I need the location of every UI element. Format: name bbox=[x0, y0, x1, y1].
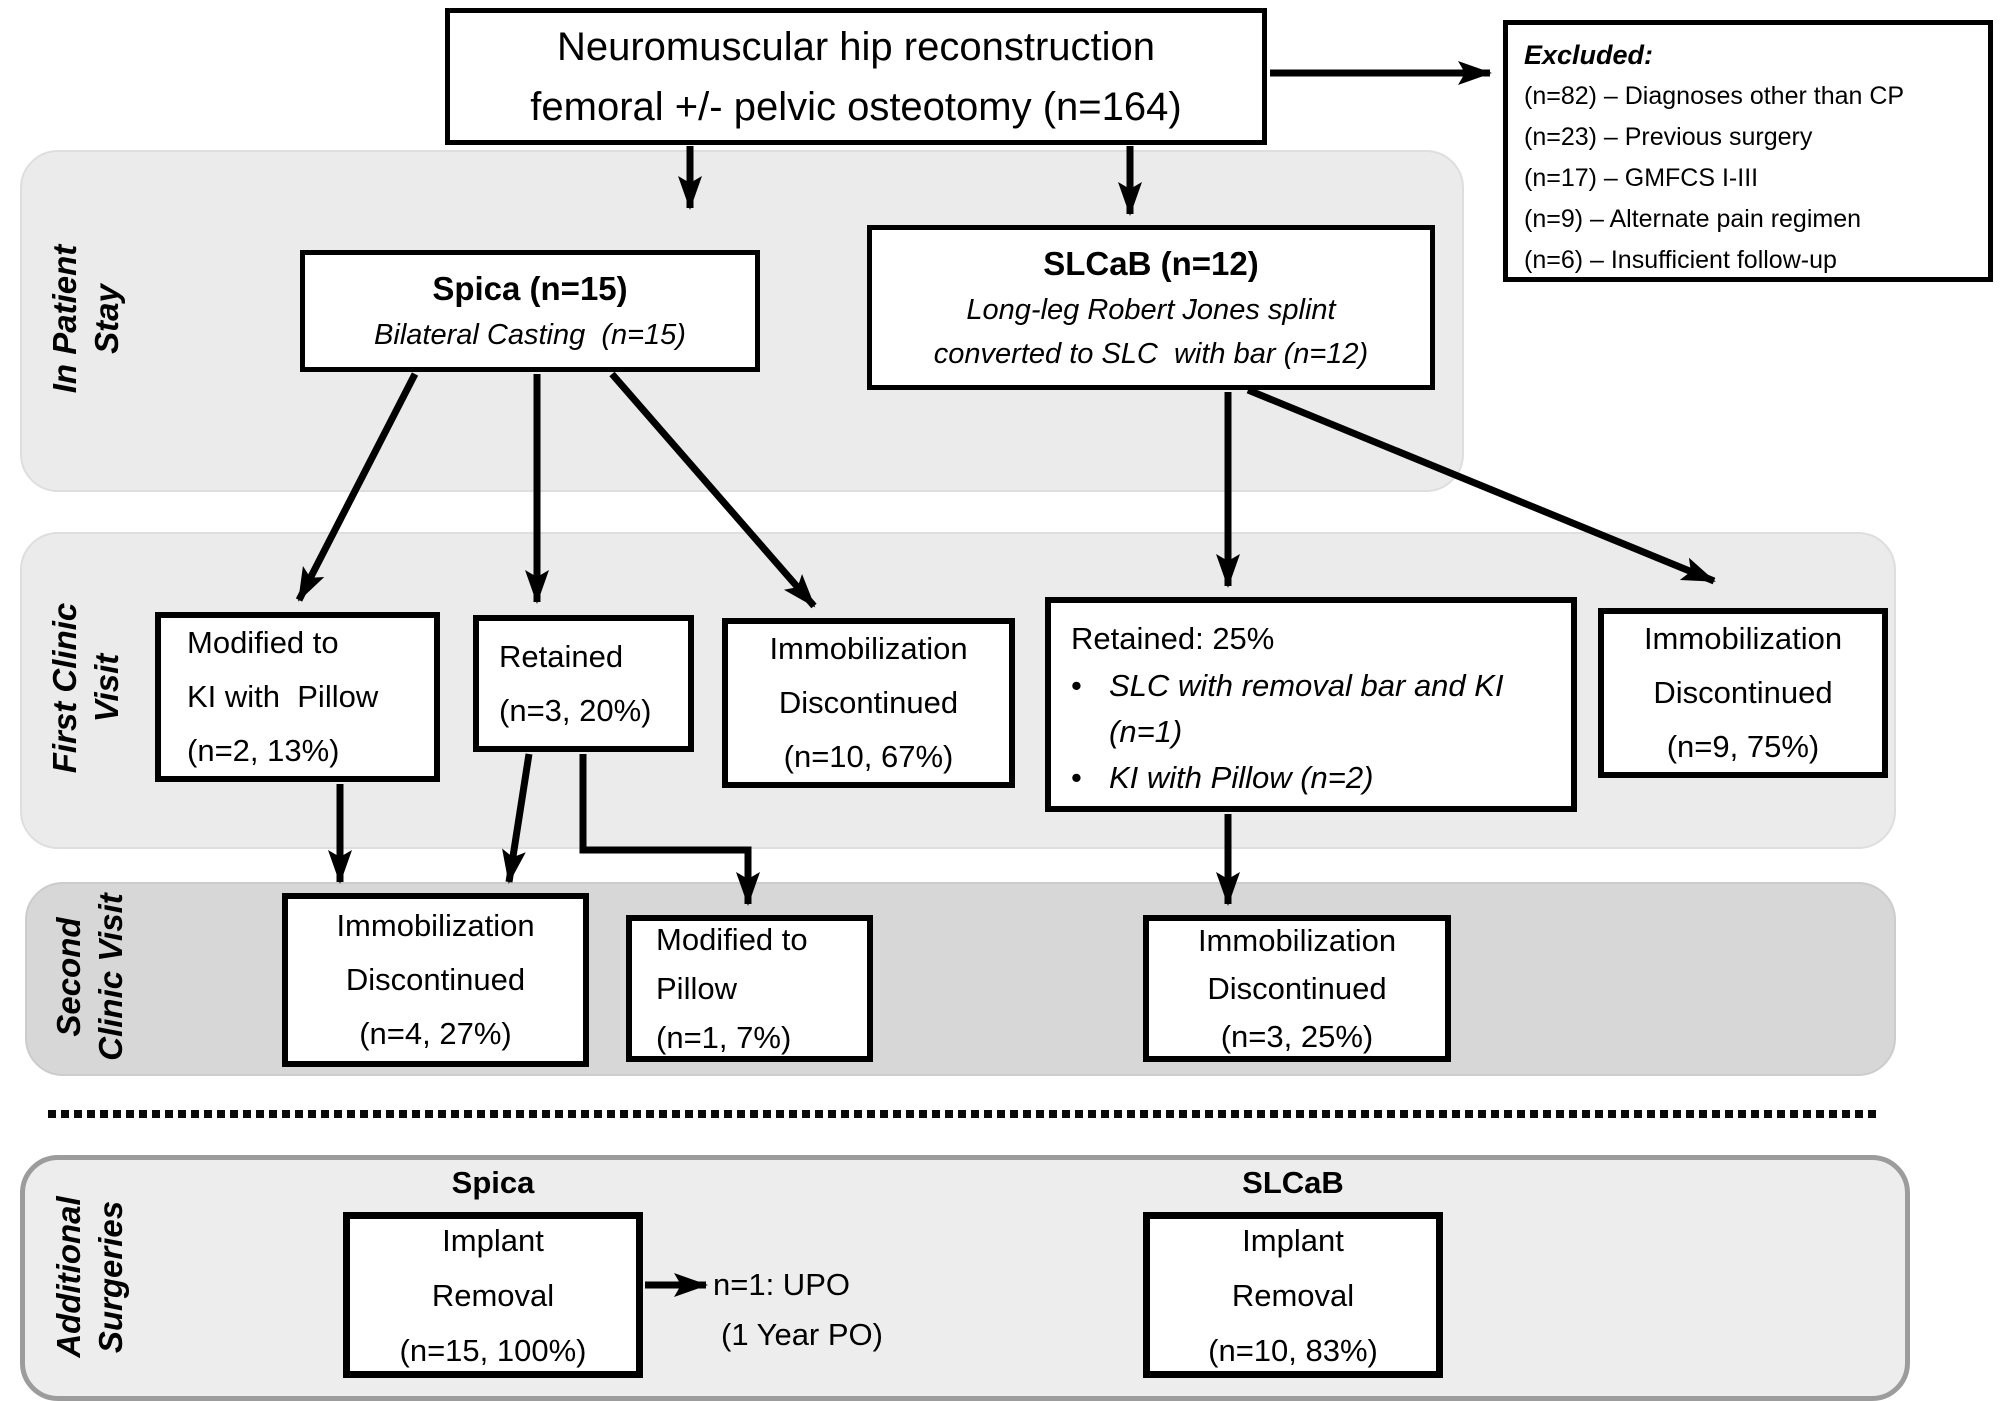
box-line: (n=1, 7%) bbox=[656, 1020, 792, 1055]
modified-to-pillow-box: Modified to Pillow (n=1, 7%) bbox=[626, 915, 873, 1062]
box-line: (n=3, 25%) bbox=[1220, 1018, 1374, 1054]
box-line: Removal bbox=[1231, 1277, 1355, 1313]
excluded-title: Excluded: bbox=[1524, 40, 1654, 70]
slcab-group-box: SLCaB (n=12) Long-leg Robert Jones splin… bbox=[867, 225, 1435, 390]
box-line: Immobilization bbox=[1197, 922, 1397, 958]
implant-removal-slcab-box: Implant Removal (n=10, 83%) bbox=[1143, 1212, 1443, 1378]
implant-removal-spica-box: Implant Removal (n=15, 100%) bbox=[343, 1212, 643, 1378]
upo-note: n=1: UPO (1 Year PO) bbox=[713, 1260, 883, 1360]
box-line: Immobilization bbox=[769, 631, 968, 666]
box-line: Immobilization bbox=[336, 908, 535, 943]
root-box-line: femoral +/- pelvic osteotomy (n=164) bbox=[530, 84, 1182, 129]
immob-discontinued-spica-box: Immobilization Discontinued (n=10, 67%) bbox=[722, 618, 1015, 788]
retained-slcab-bullet: • SLC with removal bar and KI (n=1) bbox=[1071, 663, 1504, 755]
label-line: Second bbox=[50, 917, 87, 1037]
modified-ki-pillow-box: Modified to KI with Pillow (n=2, 13%) bbox=[155, 612, 440, 782]
box-line: Discontinued bbox=[1653, 675, 1833, 710]
spica-subtitle: Bilateral Casting (n=15) bbox=[374, 319, 686, 351]
box-line: Discontinued bbox=[345, 962, 526, 997]
box-line: Modified to bbox=[656, 922, 808, 957]
immob-discontinued-slcab-box: Immobilization Discontinued (n=9, 75%) bbox=[1598, 608, 1888, 778]
bullet-icon: • bbox=[1071, 760, 1082, 795]
slcab-title: SLCaB (n=12) bbox=[1043, 244, 1259, 282]
box-line: Modified to bbox=[187, 625, 339, 660]
upo-note-line: n=1: UPO bbox=[713, 1267, 850, 1302]
retained-spica-box: Retained (n=3, 20%) bbox=[473, 615, 694, 752]
box-line: Discontinued bbox=[1207, 970, 1387, 1006]
box-line: (n=9, 75%) bbox=[1666, 729, 1820, 764]
immob-discontinued-2-spica-box: Immobilization Discontinued (n=4, 27%) bbox=[282, 893, 589, 1067]
band-additional-surgeries bbox=[20, 1155, 1910, 1401]
box-line: Pillow bbox=[656, 971, 737, 1006]
slcab-subtitle: converted to SLC with bar (n=12) bbox=[933, 337, 1369, 370]
box-line: Immobilization bbox=[1643, 621, 1843, 656]
excluded-item: (n=23) – Previous surgery bbox=[1524, 123, 1813, 151]
bullet-text: KI with Pillow (n=2) bbox=[1109, 760, 1374, 795]
label-line: In Patient bbox=[46, 244, 83, 394]
label-line: Stay bbox=[88, 284, 125, 354]
box-line: KI with Pillow bbox=[187, 679, 379, 714]
bullet-icon: • bbox=[1071, 668, 1082, 703]
excluded-box: Excluded: (n=82) – Diagnoses other than … bbox=[1503, 20, 1993, 282]
box-line: (n=2, 13%) bbox=[187, 733, 340, 768]
root-box: Neuromuscular hip reconstruction femoral… bbox=[445, 8, 1267, 145]
spica-column-heading: Spica bbox=[451, 1165, 535, 1200]
excluded-item: (n=6) – Insufficient follow-up bbox=[1524, 246, 1837, 274]
excluded-item: (n=17) – GMFCS I-III bbox=[1524, 164, 1759, 192]
root-box-line: Neuromuscular hip reconstruction bbox=[556, 24, 1156, 69]
label-second-clinic-visit: Second Clinic Visit bbox=[48, 893, 132, 1060]
box-line: (n=3, 20%) bbox=[499, 692, 652, 728]
box-line: (n=4, 27%) bbox=[359, 1016, 512, 1051]
slcab-subtitle: Long-leg Robert Jones splint bbox=[966, 293, 1336, 326]
retained-slcab-bullet: • KI with Pillow (n=2) bbox=[1071, 755, 1373, 801]
label-line: Surgeries bbox=[92, 1200, 129, 1354]
bullet-text: SLC with removal bar and KI (n=1) bbox=[1109, 668, 1504, 749]
label-in-patient-stay: In Patient Stay bbox=[44, 245, 128, 394]
label-line: Additional bbox=[50, 1196, 87, 1358]
spica-group-box: Spica (n=15) Bilateral Casting (n=15) bbox=[300, 250, 760, 372]
box-line: Retained bbox=[499, 638, 624, 674]
retained-slcab-box: Retained: 25% • SLC with removal bar and… bbox=[1045, 597, 1577, 812]
immob-discontinued-2-slcab-box: Immobilization Discontinued (n=3, 25%) bbox=[1143, 915, 1451, 1062]
box-line: Implant bbox=[442, 1222, 544, 1258]
box-line: (n=10, 83%) bbox=[1208, 1332, 1378, 1368]
retained-slcab-title: Retained: 25% bbox=[1071, 621, 1275, 656]
slcab-column-heading: SLCaB bbox=[1242, 1165, 1344, 1200]
dotted-divider bbox=[48, 1110, 1878, 1118]
box-line: (n=10, 67%) bbox=[783, 739, 954, 774]
label-additional-surgeries: Additional Surgeries bbox=[48, 1196, 132, 1357]
excluded-item: (n=9) – Alternate pain regimen bbox=[1524, 205, 1862, 233]
spica-title: Spica (n=15) bbox=[432, 270, 628, 307]
upo-note-line: (1 Year PO) bbox=[721, 1317, 883, 1352]
box-line: Discontinued bbox=[778, 685, 959, 720]
box-line: (n=15, 100%) bbox=[399, 1332, 587, 1368]
label-first-clinic-visit: First Clinic Visit bbox=[44, 603, 128, 774]
box-line: Removal bbox=[431, 1277, 555, 1313]
label-line: Clinic Visit bbox=[92, 893, 129, 1061]
box-line: Implant bbox=[1242, 1222, 1344, 1258]
label-line: First Clinic bbox=[46, 602, 83, 774]
excluded-item: (n=82) – Diagnoses other than CP bbox=[1524, 82, 1905, 110]
label-line: Visit bbox=[88, 653, 125, 723]
